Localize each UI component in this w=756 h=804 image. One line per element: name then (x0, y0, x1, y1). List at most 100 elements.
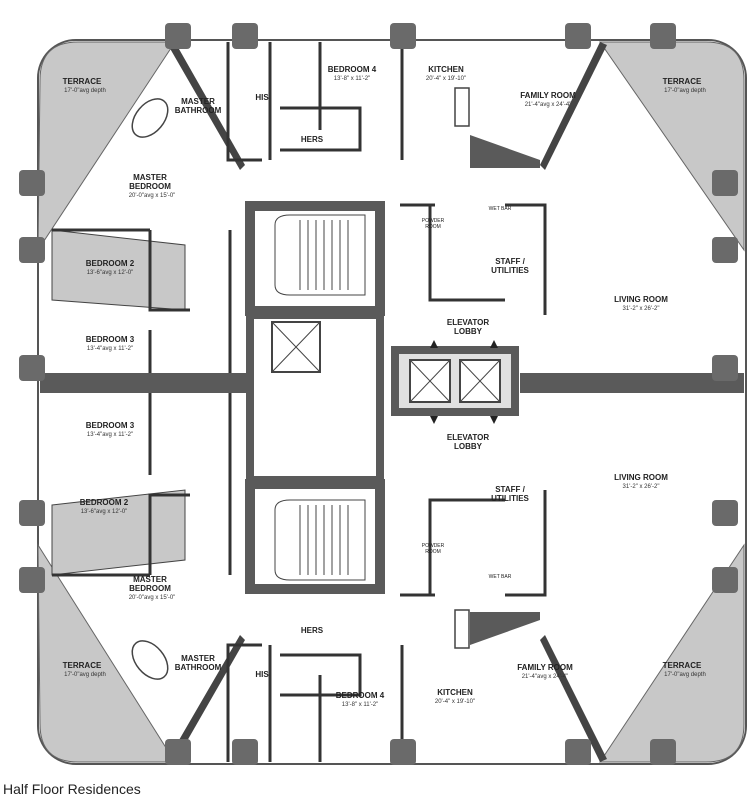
dim-bed3-top: 13'-4"avg x 11'-2" (87, 346, 133, 352)
column (390, 23, 416, 49)
kitchen-island-bottom (454, 609, 470, 649)
dim-kitchen-top: 20'-4" x 19'-10" (426, 76, 466, 82)
label-terrace-br: TERRACE (663, 661, 702, 670)
dim-bed4-bottom: 13'-8" x 11'-2" (342, 702, 378, 708)
label-master-bath-top-2: BATHROOM (175, 106, 222, 115)
label-bed4-top: BEDROOM 4 (328, 65, 377, 74)
label-wetbar-top: WET BAR (489, 206, 512, 212)
label-staff-bottom-1: STAFF / (495, 485, 525, 494)
label-powder-bottom-1: POWDER (422, 543, 445, 549)
dim-bed2-bottom: 13'-6"avg x 12'-0" (81, 509, 128, 515)
label-terrace-tr: TERRACE (663, 77, 702, 86)
dim-terrace-tr: 17'-0"avg depth (664, 88, 706, 94)
stair-bottom (274, 499, 366, 581)
label-family-top: FAMILY ROOM (520, 91, 576, 100)
label-master-bed-bottom-2: BEDROOM (129, 584, 171, 593)
label-terrace-bl: TERRACE (63, 661, 102, 670)
column (19, 170, 45, 196)
label-hers-bottom: HERS (301, 626, 324, 635)
column (19, 500, 45, 526)
column (712, 500, 738, 526)
dim-terrace-br: 17'-0"avg depth (664, 672, 706, 678)
spine-wall-left (40, 373, 270, 393)
label-staff-top-2: UTILITIES (491, 266, 529, 275)
column (19, 567, 45, 593)
column (232, 739, 258, 765)
column (19, 355, 45, 381)
label-powder-top-2: ROOM (425, 224, 441, 230)
dim-bed3-bottom: 13'-4"avg x 11'-2" (87, 432, 133, 438)
caption: Half Floor Residences (3, 781, 141, 797)
label-master-bed-top-2: BEDROOM (129, 182, 171, 191)
dim-bed4-top: 13'-8" x 11'-2" (334, 76, 370, 82)
terrace-bottom-left (37, 543, 176, 763)
label-master-bath-top-1: MASTER (181, 97, 215, 106)
dim-bed2-top: 13'-6"avg x 12'-0" (87, 270, 134, 276)
dim-master-bed-top: 20'-0"avg x 15'-0" (129, 193, 176, 199)
kitchen-counter-bottom (470, 612, 540, 645)
diag-wall-br (540, 635, 607, 762)
label-bed3-top: BEDROOM 3 (86, 335, 135, 344)
label-bed2-top: BEDROOM 2 (86, 259, 135, 268)
column (165, 23, 191, 49)
terrace-top-left (37, 41, 176, 252)
label-bed4-bottom: BEDROOM 4 (336, 691, 385, 700)
column (712, 567, 738, 593)
dim-family-bottom: 21'-4"avg x 24'-4" (522, 674, 569, 680)
floor-plan: TERRACE 17'-0"avg depth TERRACE 17'-0"av… (19, 23, 747, 765)
kitchen-counter-top (470, 135, 540, 168)
dim-master-bed-bottom: 20'-0"avg x 15'-0" (129, 595, 176, 601)
column (712, 355, 738, 381)
partitions-top (52, 42, 547, 373)
terrace-top-right (599, 41, 745, 252)
column (165, 739, 191, 765)
dim-living-bottom: 31'-2" x 26'-2" (623, 484, 660, 490)
label-living-top: LIVING ROOM (614, 295, 668, 304)
label-wetbar-bottom: WET BAR (489, 574, 512, 580)
dim-terrace-tl: 17'-0"avg depth (64, 88, 106, 94)
wedge-wall-left-bottom (51, 489, 186, 576)
partitions-bottom (52, 393, 547, 762)
label-staff-bottom-2: UTILITIES (491, 494, 529, 503)
diag-wall-tr (540, 42, 607, 170)
column (390, 739, 416, 765)
label-elev-lobby-top-1: ELEVATOR (447, 318, 489, 327)
label-bed2-bottom: BEDROOM 2 (80, 498, 129, 507)
stair-top (274, 214, 366, 296)
kitchen-island-top (454, 87, 470, 127)
label-living-bottom: LIVING ROOM (614, 473, 668, 482)
columns (19, 23, 738, 765)
label-kitchen-bottom: KITCHEN (437, 688, 473, 697)
label-kitchen-top: KITCHEN (428, 65, 464, 74)
bathtub-top (131, 98, 169, 138)
label-terrace-tl: TERRACE (63, 77, 102, 86)
column (650, 739, 676, 765)
column (565, 23, 591, 49)
label-master-bed-top-1: MASTER (133, 173, 167, 182)
label-family-bottom: FAMILY ROOM (517, 663, 573, 672)
bathtub-bottom (131, 640, 169, 680)
diag-wall-bl (168, 635, 245, 762)
label-master-bath-bottom-2: BATHROOM (175, 663, 222, 672)
column (232, 23, 258, 49)
column (712, 237, 738, 263)
label-hers-top: HERS (301, 135, 324, 144)
column (19, 237, 45, 263)
terrace-bottom-right (599, 543, 745, 763)
label-bed3-bottom: BEDROOM 3 (86, 421, 135, 430)
label-his-bottom: HIS (255, 670, 269, 679)
label-staff-top-1: STAFF / (495, 257, 525, 266)
lobby-arrows (430, 340, 498, 424)
label-elev-lobby-bottom-2: LOBBY (454, 442, 483, 451)
spine-wall-right (520, 373, 744, 393)
label-master-bed-bottom-1: MASTER (133, 575, 167, 584)
dim-terrace-bl: 17'-0"avg depth (64, 672, 106, 678)
column (565, 739, 591, 765)
label-master-bath-bottom-1: MASTER (181, 654, 215, 663)
label-elev-lobby-bottom-1: ELEVATOR (447, 433, 489, 442)
dim-family-top: 21'-4"avg x 24'-4" (525, 102, 572, 108)
diag-wall-tl (168, 42, 245, 170)
label-powder-top-1: POWDER (422, 218, 445, 224)
dim-kitchen-bottom: 20'-4" x 19'-10" (435, 699, 475, 705)
label-powder-bottom-2: ROOM (425, 549, 441, 555)
